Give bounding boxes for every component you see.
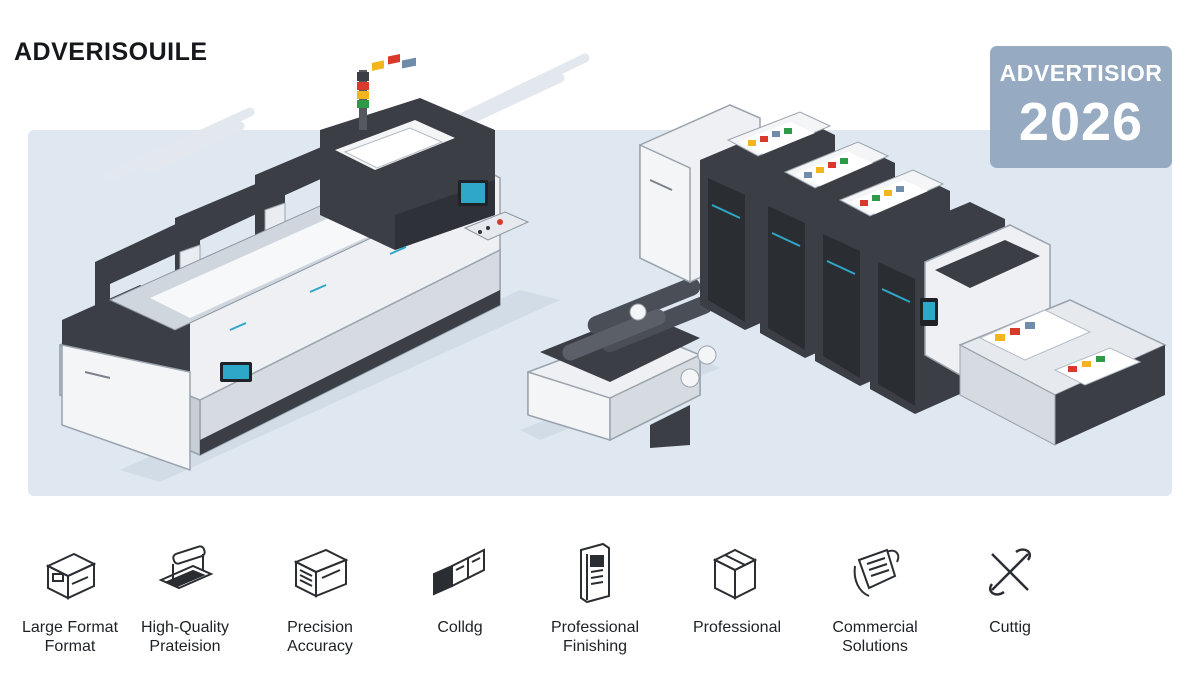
badge-title: ADVERTISIOR bbox=[999, 60, 1163, 86]
large-format-icon bbox=[45, 552, 97, 600]
commercial-icon bbox=[853, 548, 900, 597]
brand-title: ADVERISOUILE bbox=[14, 38, 208, 66]
feature-label: Professional bbox=[692, 619, 782, 636]
feature-item: Colldg bbox=[390, 540, 530, 665]
feature-label: Cuttig bbox=[989, 619, 1031, 636]
year-badge: ADVERTISIOR 2026 bbox=[990, 46, 1172, 168]
paper-roll-illustration bbox=[520, 277, 720, 448]
finishing-icon bbox=[580, 542, 610, 604]
badge-year: 2026 bbox=[1018, 92, 1144, 152]
speed-lines bbox=[105, 53, 590, 181]
cutting-icon bbox=[989, 548, 1031, 596]
press-line-illustration bbox=[639, 104, 1167, 446]
precision-icon bbox=[293, 548, 349, 598]
box-icon bbox=[712, 548, 758, 600]
hero-illustration bbox=[59, 53, 1167, 482]
folding-icon bbox=[433, 548, 485, 596]
printer-illustration bbox=[59, 53, 560, 482]
feature-item: Professional bbox=[667, 540, 807, 665]
press-sheets bbox=[738, 122, 928, 214]
plotter-icon bbox=[158, 545, 214, 590]
feature-label: Colldg bbox=[437, 619, 483, 636]
feature-item: Cuttig bbox=[940, 540, 1080, 665]
